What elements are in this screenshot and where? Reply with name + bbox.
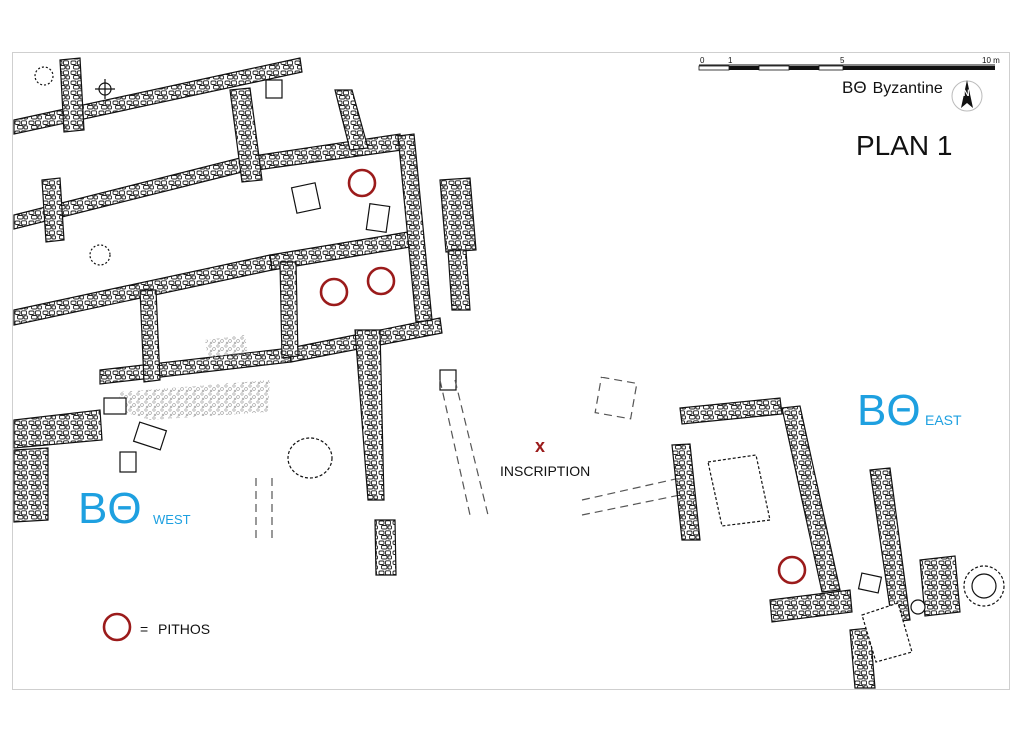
west-features	[34, 66, 457, 479]
dashed-wall-3	[581, 477, 681, 516]
wall-ns-7	[439, 177, 477, 253]
scale-tick-5: 5	[840, 56, 845, 65]
east-wall-right	[919, 555, 961, 617]
east-wall-south	[769, 589, 853, 623]
wall-ns-5	[279, 261, 299, 359]
gravel-areas	[118, 335, 270, 420]
wall-south-west	[13, 409, 103, 449]
pithos-3	[366, 266, 396, 296]
east-wall-south-2	[849, 627, 876, 689]
wall-ns-2	[334, 89, 369, 151]
wall-north-1	[13, 57, 303, 135]
inscription-marker: x	[535, 436, 546, 456]
east-room-south	[861, 602, 913, 663]
scale-tick-10: 10 m	[982, 56, 1000, 65]
pithos-2	[319, 277, 349, 307]
wall-mid-1	[239, 133, 403, 173]
pithos-4	[777, 555, 807, 585]
east-features	[707, 454, 1005, 663]
wall-ns-12	[13, 447, 49, 523]
key-pithos-label: PITHOS	[158, 621, 211, 637]
wall-ns-1	[229, 87, 263, 183]
round-feature	[287, 437, 333, 479]
well-west	[34, 66, 54, 86]
wall-ns-11	[41, 177, 65, 243]
east-wall-far	[869, 467, 911, 623]
wall-ns-6	[354, 329, 385, 501]
east-inner-room	[707, 454, 771, 527]
dashed-wall-1	[439, 379, 489, 516]
period-code: ΒΘ	[842, 78, 867, 97]
block-4	[103, 397, 127, 415]
gravel-area-2	[205, 335, 248, 358]
dashed-outlines	[255, 376, 681, 540]
dashed-room	[594, 376, 638, 420]
east-round-stone	[910, 599, 926, 615]
east-wall-north	[679, 397, 783, 425]
area-west-code: ΒΘ	[78, 484, 142, 533]
gravel-area-1	[118, 380, 270, 420]
wall-south-1	[99, 347, 292, 385]
wall-ns-10	[59, 57, 85, 133]
east-block-1	[857, 572, 883, 594]
key-equals: =	[140, 621, 149, 637]
block-6	[265, 79, 283, 99]
north-letter: N	[963, 88, 970, 98]
block-1	[290, 182, 322, 214]
east-wall-west	[671, 443, 701, 541]
area-east-code: ΒΘ	[857, 386, 921, 435]
block-2	[365, 203, 391, 233]
east-walls	[671, 397, 961, 689]
period-name: Byzantine	[872, 80, 943, 97]
well-east-inner	[971, 573, 997, 599]
inscription-label: INSCRIPTION	[500, 463, 591, 479]
pithoi	[102, 168, 807, 642]
pithos-key-symbol	[102, 612, 132, 642]
east-wall-east	[781, 405, 841, 593]
wall-ns-8	[447, 249, 471, 311]
block-5	[119, 451, 137, 473]
scale-tick-1: 1	[728, 56, 733, 65]
drawing-frame	[12, 52, 1010, 690]
block-7	[439, 369, 457, 391]
pithos-1	[347, 168, 377, 198]
circle-feature-west	[89, 244, 111, 266]
plan-title: PLAN 1	[856, 130, 953, 161]
block-3	[132, 421, 168, 451]
wall-ns-9	[374, 519, 397, 576]
north-arrow	[951, 80, 983, 112]
wall-ns-4	[139, 289, 161, 383]
period-legend: ΒΘ Byzantine	[842, 78, 943, 98]
area-east-word: EAST	[925, 412, 962, 428]
dashed-wall-2	[255, 478, 273, 540]
wall-ns-3	[397, 133, 433, 323]
scale-bar	[698, 64, 995, 71]
area-west-word: WEST	[153, 512, 191, 527]
scale-tick-0: 0	[700, 56, 705, 65]
